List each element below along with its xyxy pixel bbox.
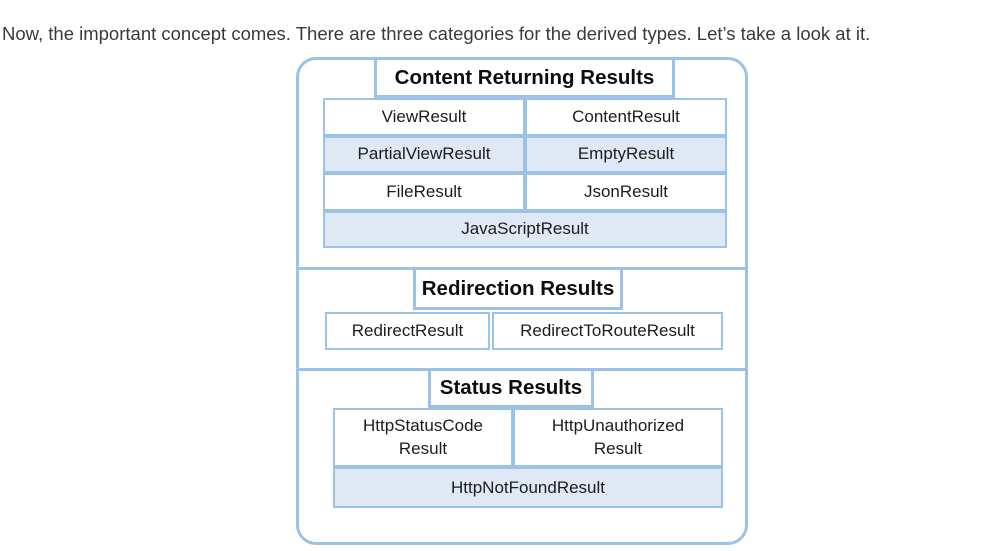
type-cell-jsonresult: JsonResult	[525, 173, 727, 211]
section-title-content-returning-results: Content Returning Results	[374, 57, 675, 98]
redirection-results-row: RedirectResult RedirectToRouteResult	[325, 312, 723, 350]
derived-types-diagram: Content Returning Results ViewResult Con…	[296, 57, 748, 545]
type-cell-partialviewresult: PartialViewResult	[323, 135, 525, 173]
content-returning-results-grid: ViewResult ContentResult PartialViewResu…	[323, 98, 727, 248]
type-cell-redirecttorouteresult: RedirectToRouteResult	[492, 312, 723, 350]
type-cell-emptyresult: EmptyResult	[525, 135, 727, 173]
status-results-grid: HttpStatusCode Result HttpUnauthorized R…	[333, 408, 723, 508]
type-cell-viewresult: ViewResult	[323, 98, 525, 136]
type-cell-fileresult: FileResult	[323, 173, 525, 211]
intro-text: Now, the important concept comes. There …	[2, 22, 871, 44]
type-cell-javascriptresult: JavaScriptResult	[323, 210, 727, 248]
type-cell-contentresult: ContentResult	[525, 98, 727, 136]
section-title-redirection-results: Redirection Results	[413, 267, 623, 310]
type-cell-httpnotfoundresult: HttpNotFoundResult	[333, 467, 723, 508]
type-cell-httpunauthorizedresult: HttpUnauthorized Result	[513, 408, 723, 467]
type-cell-redirectresult: RedirectResult	[325, 312, 490, 350]
section-title-status-results: Status Results	[428, 368, 594, 408]
type-cell-httpstatuscoderesult: HttpStatusCode Result	[333, 408, 513, 467]
